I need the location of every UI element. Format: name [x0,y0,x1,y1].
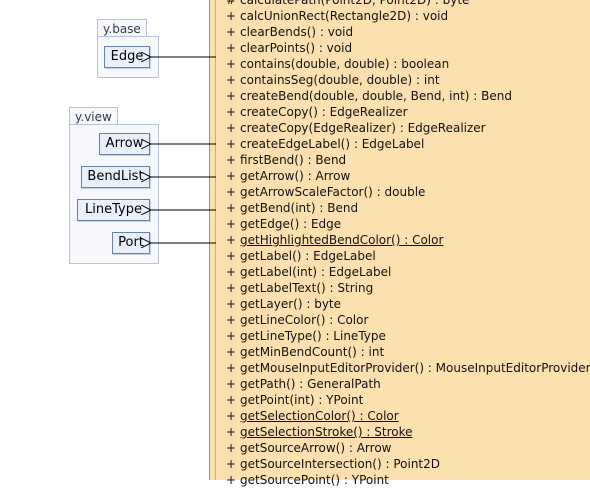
member-row[interactable]: +firstBend() : Bend [226,152,346,168]
member-row[interactable]: +createCopy(EdgeRealizer) : EdgeRealizer [226,120,486,136]
member-signature: getLineColor() : Color [240,313,369,327]
member-row[interactable]: +getArrowScaleFactor() : double [226,184,425,200]
member-row[interactable]: +getHighlightedBendColor() : Color [226,232,443,248]
member-visibility: + [226,185,237,199]
member-visibility: + [226,201,237,215]
member-signature: getLabel(int) : EdgeLabel [240,265,392,279]
member-visibility: + [226,89,237,103]
member-visibility: + [226,345,237,359]
member-row[interactable]: +getPath() : GeneralPath [226,376,381,392]
member-visibility: + [226,57,237,71]
member-signature: getMinBendCount() : int [240,345,385,359]
member-row[interactable]: +getLayer() : byte [226,296,341,312]
member-row[interactable]: +clearBends() : void [226,24,353,40]
member-visibility: + [226,249,237,263]
member-visibility: + [226,265,237,279]
member-row[interactable]: +getLabelText() : String [226,280,373,296]
member-visibility: + [226,281,237,295]
member-visibility: + [226,233,237,247]
member-row[interactable]: +getSelectionColor() : Color [226,408,399,424]
member-visibility: + [226,105,237,119]
member-visibility: + [226,137,237,151]
member-row[interactable]: +getLabel(int) : EdgeLabel [226,264,391,280]
member-row[interactable]: +createEdgeLabel() : EdgeLabel [226,136,424,152]
member-signature: getEdge() : Edge [240,217,342,231]
member-visibility: + [226,393,237,407]
member-signature: calcUnionRect(Rectangle2D) : void [240,9,449,23]
member-signature: calculatePath(Point2D, Point2D) : byte [240,0,470,7]
class-members-panel: #calculatePath(Point2D, Point2D) : byte+… [209,0,590,487]
member-visibility: + [226,121,237,135]
member-signature: getBend(int) : Bend [240,201,359,215]
member-visibility: + [226,377,237,391]
member-signature: clearPoints() : void [240,41,353,55]
member-signature: getMouseInputEditorProvider() : MouseInp… [240,361,590,375]
member-signature: createEdgeLabel() : EdgeLabel [240,137,425,151]
member-visibility: + [226,169,237,183]
member-row[interactable]: +getMouseInputEditorProvider() : MouseIn… [226,360,590,376]
member-row[interactable]: +getSelectionStroke() : Stroke [226,424,413,440]
member-visibility: + [226,441,237,455]
member-signature: getLineType() : LineType [240,329,386,343]
member-row[interactable]: +getBend(int) : Bend [226,200,358,216]
member-signature: getPoint(int) : YPoint [240,393,364,407]
member-row[interactable]: +getLineColor() : Color [226,312,368,328]
member-row[interactable]: +getSourceIntersection() : Point2D [226,456,440,472]
member-visibility: + [226,73,237,87]
member-visibility: + [226,41,237,55]
member-signature: getHighlightedBendColor() : Color [240,233,444,247]
member-row[interactable]: +calcUnionRect(Rectangle2D) : void [226,8,448,24]
member-row[interactable]: +getMinBendCount() : int [226,344,384,360]
member-signature: createCopy() : EdgeRealizer [240,105,408,119]
member-signature: getLayer() : byte [240,297,342,311]
class-edge[interactable]: Edge [104,46,150,68]
member-signature: getArrow() : Arrow [240,169,351,183]
member-row[interactable]: +containsSeg(double, double) : int [226,72,440,88]
member-row[interactable]: +getLineType() : LineType [226,328,386,344]
member-row[interactable]: +getArrow() : Arrow [226,168,350,184]
member-visibility: + [226,457,237,471]
member-row[interactable]: +createCopy() : EdgeRealizer [226,104,408,120]
member-signature: createBend(double, double, Bend, int) : … [240,89,512,103]
member-row[interactable]: +getEdge() : Edge [226,216,341,232]
member-signature: getSourceArrow() : Arrow [240,441,392,455]
member-row[interactable]: +createBend(double, double, Bend, int) :… [226,88,512,104]
class-port[interactable]: Port [112,232,150,254]
member-visibility: + [226,361,237,375]
member-signature: getLabel() : EdgeLabel [240,249,376,263]
package-tab-y-base: y.base [97,19,147,37]
member-signature: containsSeg(double, double) : int [240,73,440,87]
member-signature: getPath() : GeneralPath [240,377,381,391]
member-visibility: + [226,329,237,343]
member-signature: contains(double, double) : boolean [240,57,450,71]
member-visibility: + [226,297,237,311]
member-visibility: # [226,0,237,7]
member-signature: clearBends() : void [240,25,354,39]
package-tab-y-view: y.view [69,107,118,125]
member-visibility: + [226,153,237,167]
member-row[interactable]: +getPoint(int) : YPoint [226,392,363,408]
member-signature: firstBend() : Bend [240,153,347,167]
member-visibility: + [226,425,237,439]
member-row[interactable]: +getSourceArrow() : Arrow [226,440,391,456]
class-arrow[interactable]: Arrow [99,133,150,155]
member-row[interactable]: #calculatePath(Point2D, Point2D) : byte [226,0,469,8]
member-row[interactable]: +getLabel() : EdgeLabel [226,248,376,264]
member-row[interactable]: +clearPoints() : void [226,40,352,56]
member-visibility: + [226,313,237,327]
member-signature: createCopy(EdgeRealizer) : EdgeRealizer [240,121,486,135]
member-row[interactable]: +contains(double, double) : boolean [226,56,449,72]
member-visibility: + [226,217,237,231]
member-signature: getSelectionStroke() : Stroke [240,425,413,439]
member-visibility: + [226,9,237,23]
member-signature: getSelectionColor() : Color [240,409,399,423]
member-visibility: + [226,409,237,423]
member-signature: getSourceIntersection() : Point2D [240,457,441,471]
member-signature: getArrowScaleFactor() : double [240,185,426,199]
member-visibility: + [226,25,237,39]
member-signature: getLabelText() : String [240,281,374,295]
